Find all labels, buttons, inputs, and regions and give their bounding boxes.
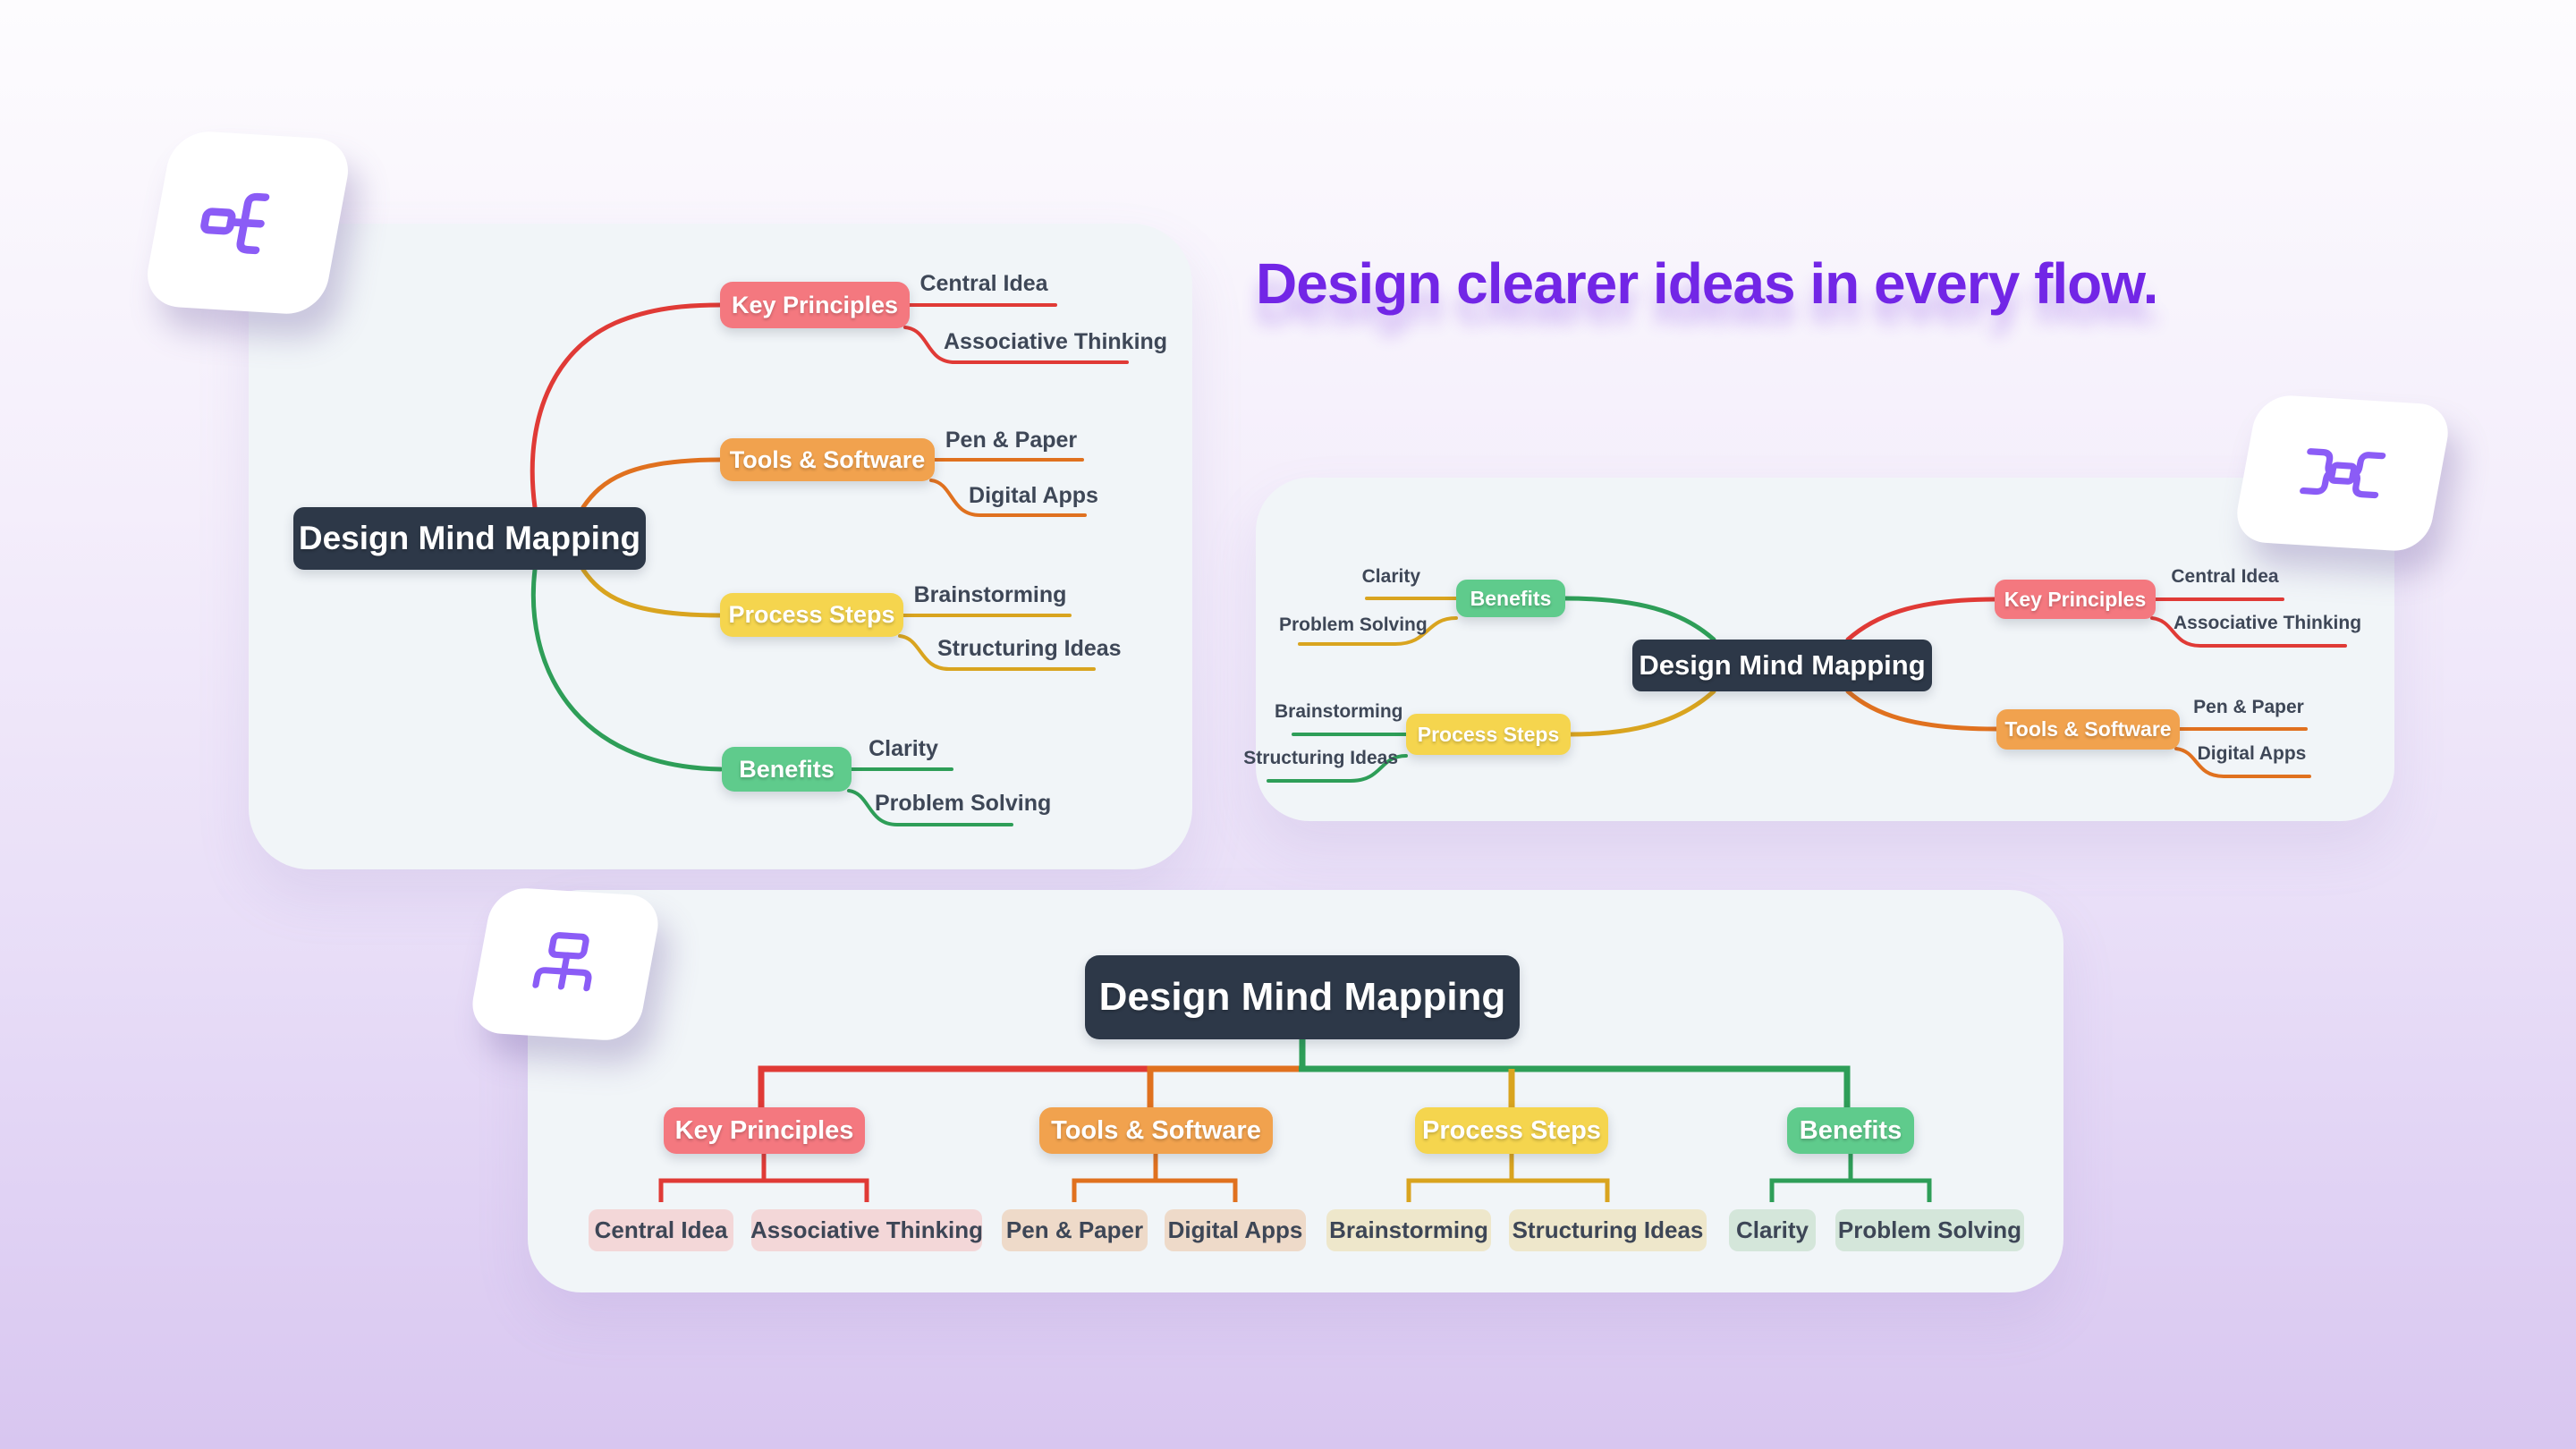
p2-leaf-associative-thinking: Associative Thinking [2174,613,2362,633]
p2-leaf-clarity: Clarity [1361,566,1420,587]
mind-map-right-branch-icon [200,192,270,254]
mind-map-bidirectional-icon [2299,448,2386,498]
p2-leaf-structuring-ideas: Structuring Ideas [1243,748,1398,768]
p3-leaf-pen-paper: Pen & Paper [1002,1209,1148,1251]
p2-leaf-problem-solving: Problem Solving [1279,614,1428,635]
p2-branch-process-steps: Process Steps [1406,714,1571,755]
p1-leaf-clarity: Clarity [869,736,938,761]
org-chart-tree-icon [532,932,592,992]
p3-leaf-structuring-ideas: Structuring Ideas [1509,1209,1707,1251]
p2-branch-tools-software: Tools & Software [1996,709,2180,750]
p1-root-node: Design Mind Mapping [293,507,646,570]
p1-branch-benefits: Benefits [722,747,852,792]
p3-root-node: Design Mind Mapping [1085,955,1520,1039]
card-mind-map-right [141,129,354,317]
p2-branch-benefits: Benefits [1456,580,1565,617]
p2-leaf-brainstorming: Brainstorming [1275,701,1403,722]
p3-leaf-problem-solving: Problem Solving [1835,1209,2024,1251]
p3-leaf-central-idea: Central Idea [589,1209,733,1251]
p2-leaf-central-idea: Central Idea [2171,566,2279,587]
p1-branch-process-steps: Process Steps [720,593,903,637]
p3-leaf-brainstorming: Brainstorming [1326,1209,1491,1251]
p1-leaf-central-idea: Central Idea [919,271,1048,296]
card-mind-map-bidirectional [2231,394,2454,553]
p2-leaf-pen-paper: Pen & Paper [2193,697,2304,717]
p2-leaf-digital-apps: Digital Apps [2197,743,2307,764]
p1-leaf-structuring-ideas: Structuring Ideas [937,636,1122,661]
p1-leaf-associative-thinking: Associative Thinking [944,329,1168,354]
p3-leaf-digital-apps: Digital Apps [1165,1209,1306,1251]
p2-root-node: Design Mind Mapping [1632,640,1932,691]
p1-branch-key-principles: Key Principles [720,282,910,328]
page-title: Design clearer ideas in every flow. [1256,251,2158,316]
p1-leaf-brainstorming: Brainstorming [913,582,1067,607]
p3-branch-process-steps: Process Steps [1415,1107,1608,1154]
p3-leaf-associative-thinking: Associative Thinking [750,1209,983,1251]
p1-leaf-pen-paper: Pen & Paper [945,428,1078,453]
p1-branch-tools-software: Tools & Software [720,438,935,481]
p3-leaf-clarity: Clarity [1729,1209,1816,1251]
p3-branch-tools-software: Tools & Software [1039,1107,1273,1154]
p1-leaf-digital-apps: Digital Apps [969,483,1098,508]
p1-leaf-problem-solving: Problem Solving [875,791,1052,816]
p2-branch-key-principles: Key Principles [1995,580,2156,619]
p3-branch-key-principles: Key Principles [664,1107,865,1154]
p3-branch-benefits: Benefits [1787,1107,1914,1154]
card-org-chart [467,886,664,1043]
